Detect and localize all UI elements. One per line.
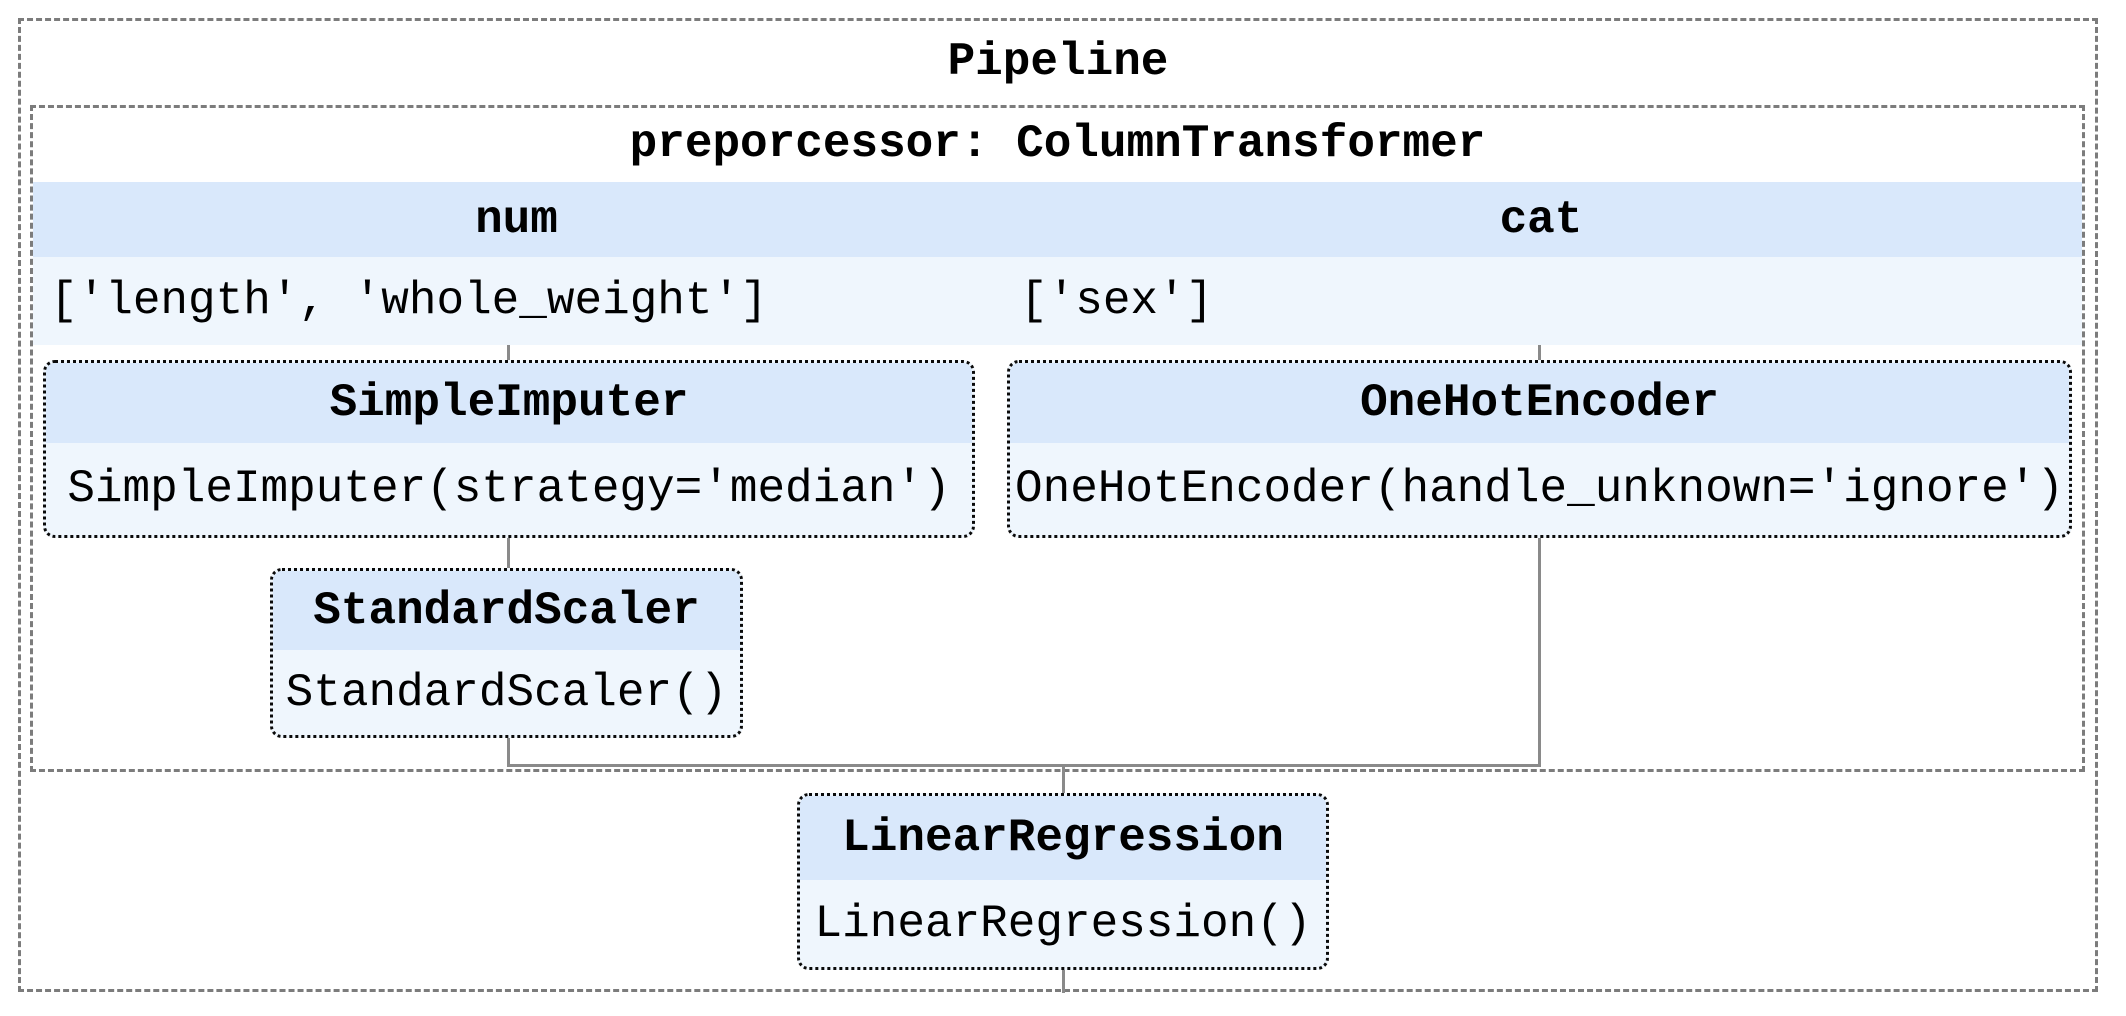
connector-onehotencoder-down [1538, 537, 1541, 767]
column-features-band: ['length', 'whole_weight'] ['sex'] [33, 257, 2082, 345]
connector-cat-to-onehotencoder [1538, 345, 1541, 361]
pipeline-frame [18, 18, 2098, 992]
column-headers-band: num cat [33, 182, 2082, 257]
column-transformer-label[interactable]: preporcessor: ColumnTransformer [629, 117, 1486, 170]
column-header-cat[interactable]: cat [1499, 193, 1583, 246]
connector-simpleimputer-to-standardscaler [507, 537, 510, 569]
standardscaler-label[interactable]: StandardScaler [273, 571, 740, 650]
simpleimputer-params: SimpleImputer(strategy='median') [67, 463, 951, 515]
onehotencoder-params: OneHotEncoder(handle_unknown='ignore') [1015, 463, 2064, 515]
simpleimputer-box: SimpleImputer SimpleImputer(strategy='me… [43, 360, 975, 538]
linearregression-label[interactable]: LinearRegression [800, 796, 1326, 880]
linearregression-box: LinearRegression LinearRegression() [797, 793, 1329, 970]
standardscaler-params: StandardScaler() [285, 666, 728, 719]
pipeline-label[interactable]: Pipeline [947, 35, 1169, 88]
onehotencoder-label[interactable]: OneHotEncoder [1010, 363, 2069, 443]
column-features-cat: ['sex'] [1020, 275, 1214, 327]
connector-to-linearregression [1062, 764, 1065, 794]
connector-num-to-simpleimputer [507, 345, 510, 361]
onehotencoder-box: OneHotEncoder OneHotEncoder(handle_unkno… [1007, 360, 2072, 538]
column-transformer-frame [30, 105, 2085, 772]
connector-linearregression-out [1062, 969, 1065, 993]
connector-standardscaler-down [507, 737, 510, 767]
column-header-num[interactable]: num [475, 193, 558, 246]
connector-merge-horizontal [507, 764, 1541, 767]
simpleimputer-label[interactable]: SimpleImputer [46, 363, 972, 443]
linearregression-params: LinearRegression() [814, 897, 1312, 950]
standardscaler-box: StandardScaler StandardScaler() [270, 568, 743, 738]
column-features-num: ['length', 'whole_weight'] [50, 275, 768, 327]
